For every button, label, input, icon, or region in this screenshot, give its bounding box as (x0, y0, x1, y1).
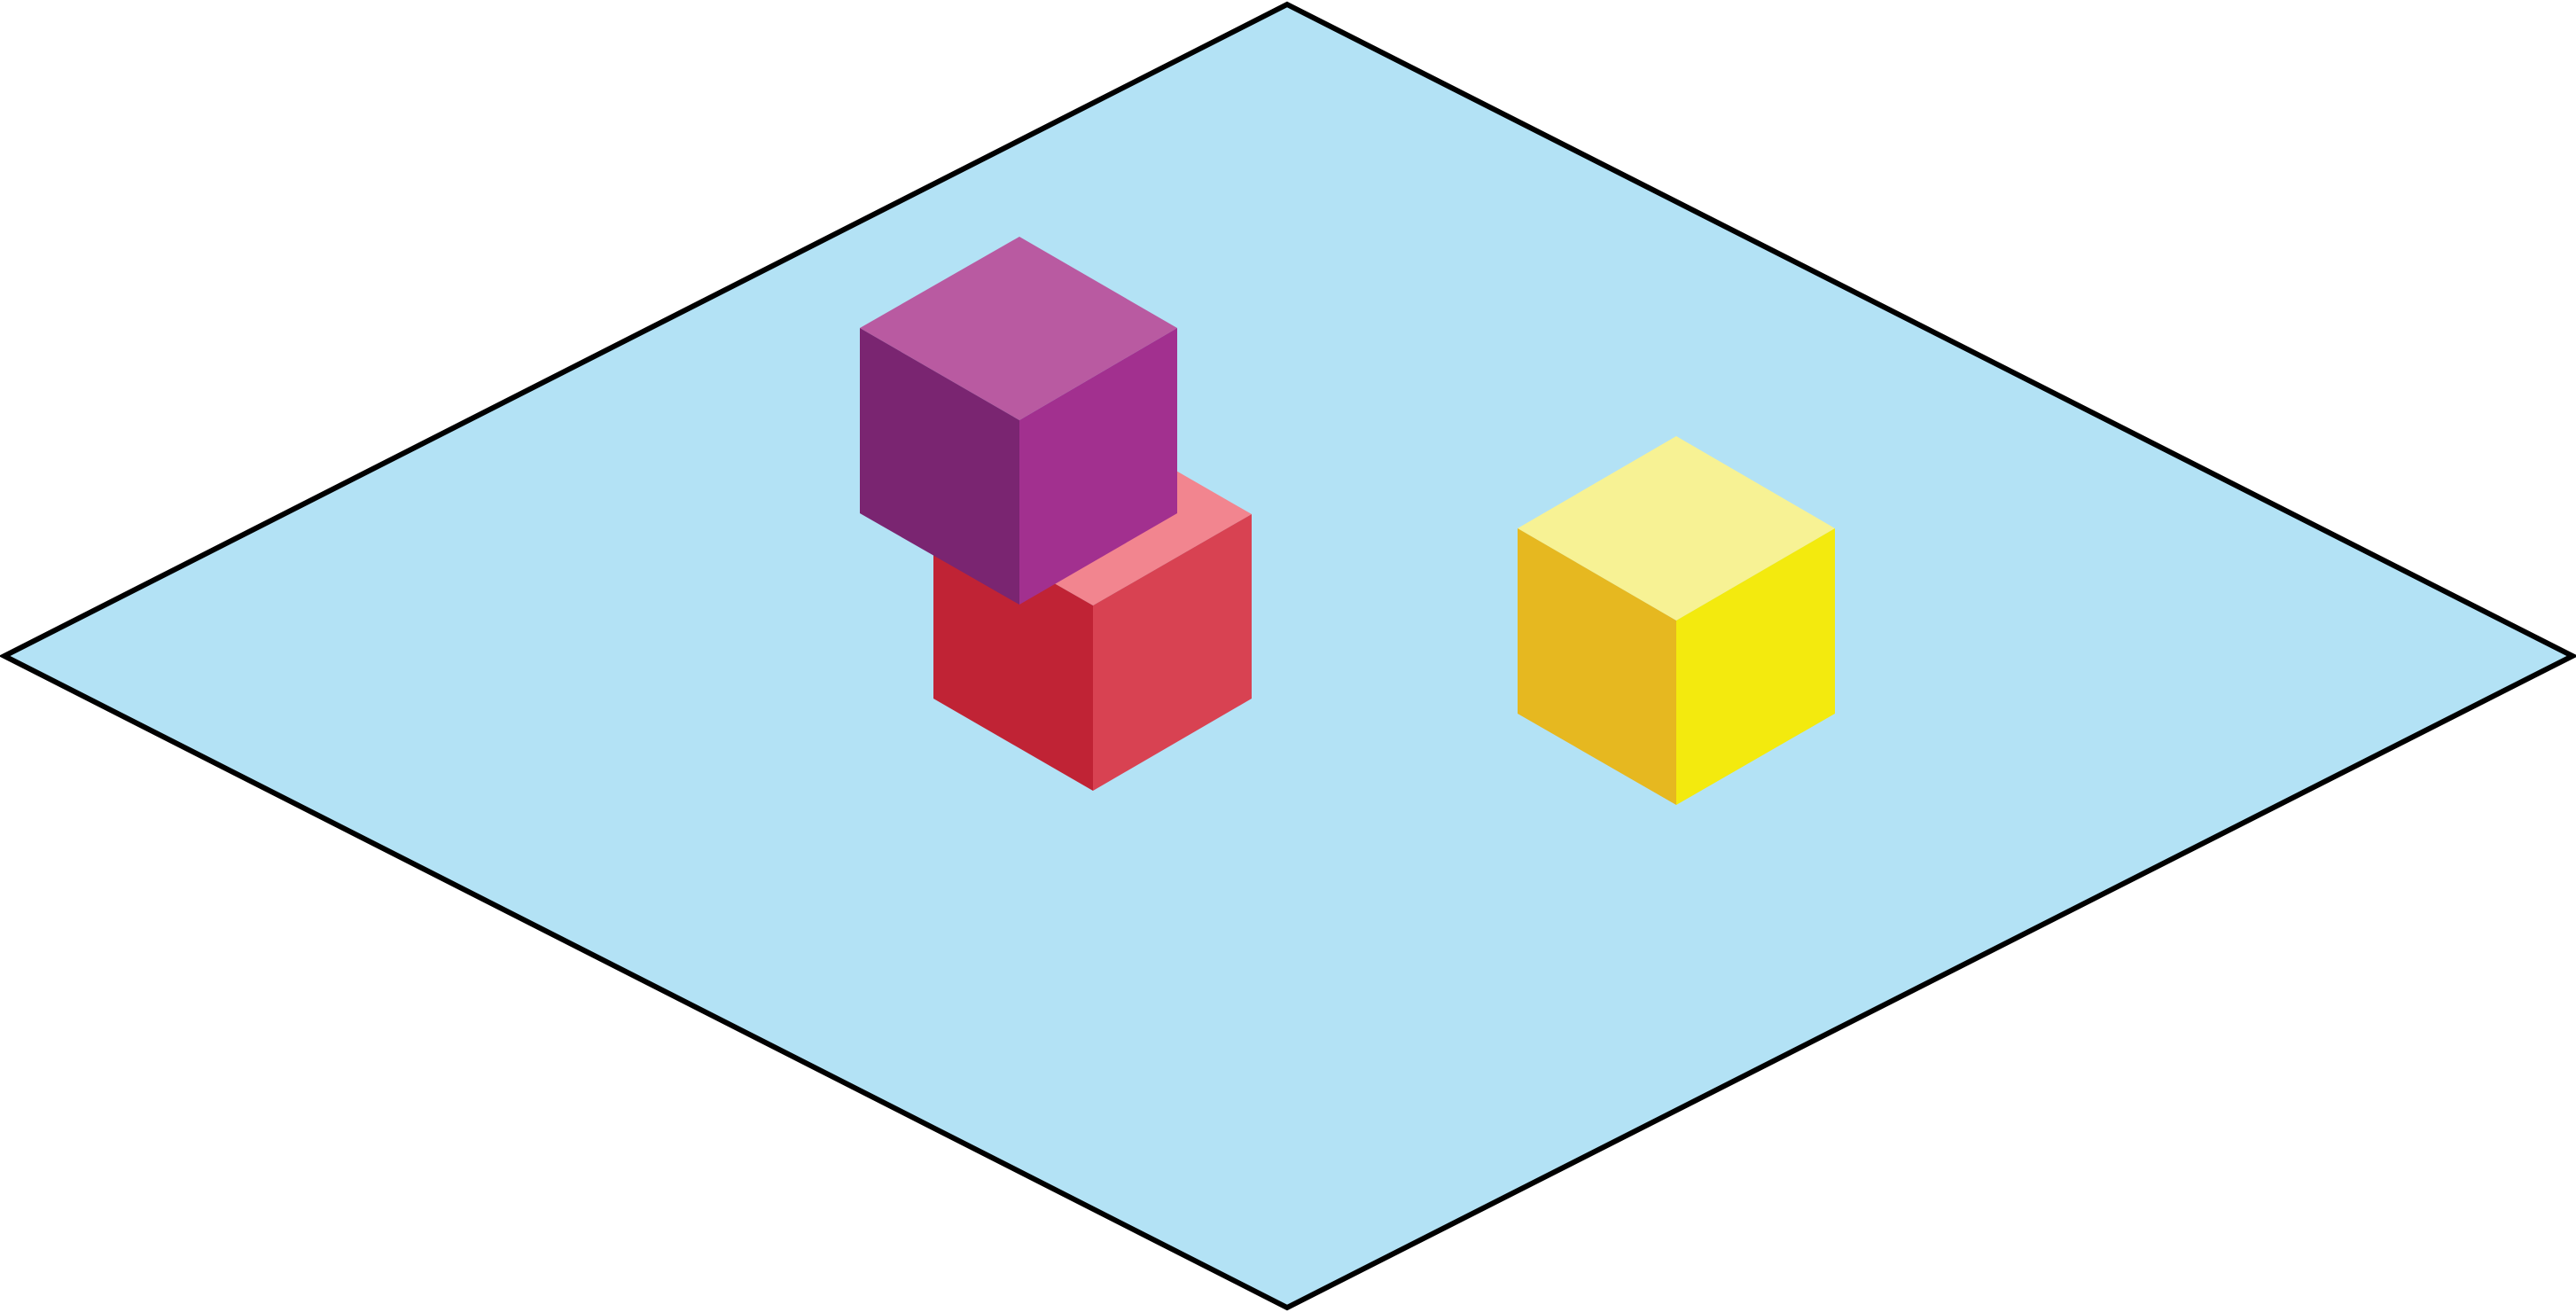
yellow-cube (1518, 436, 1835, 805)
purple-cube (860, 237, 1177, 605)
purple-cube-right-face (1019, 328, 1177, 605)
purple-cube-left-face (860, 328, 1019, 605)
purple-cube-top-face (860, 237, 1177, 420)
yellow-cube-left-face (1518, 528, 1676, 805)
red-cube-right-face (1093, 514, 1252, 791)
yellow-cube-right-face (1676, 528, 1835, 805)
